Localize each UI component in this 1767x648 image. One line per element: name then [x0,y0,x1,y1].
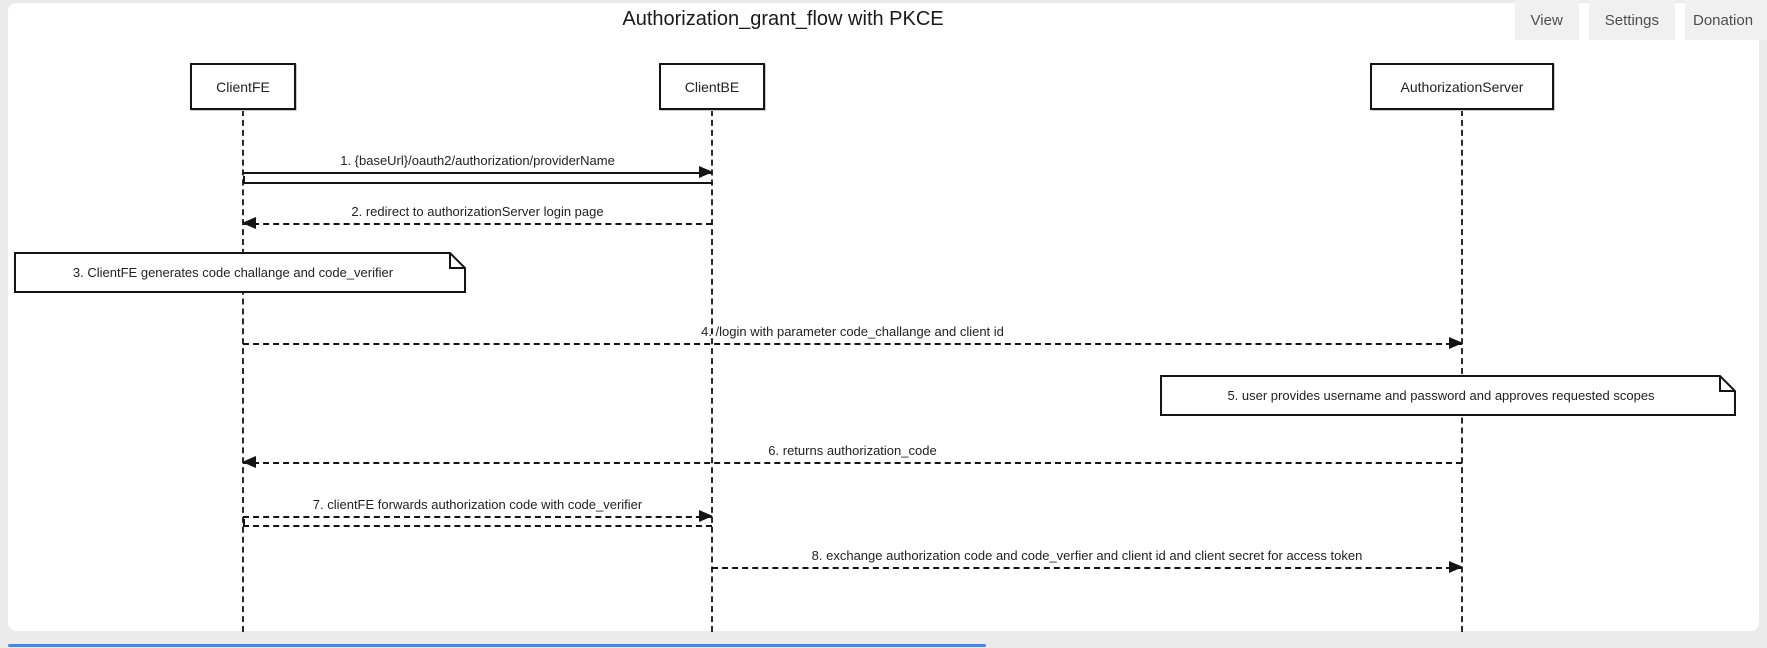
message-line [712,567,1462,569]
message-7-bracket-line [243,519,712,527]
horizontal-scrollbar-thumb[interactable] [8,644,986,647]
top-menu: View Settings Donation [1514,0,1767,40]
message-line [243,172,712,174]
message-line [243,462,1462,464]
actor-label: ClientBE [684,78,740,95]
lifeline-clientbe [711,110,713,632]
note-outline-icon [1160,375,1736,416]
menu-view-button[interactable]: View [1514,0,1579,40]
note-outline-icon [14,252,466,293]
message-line [243,516,712,518]
menu-settings-button[interactable]: Settings [1588,0,1675,40]
arrowhead-right-icon [699,510,713,522]
lifeline-clientfe [242,110,244,632]
note-5[interactable]: 5. user provides username and password a… [1160,375,1736,416]
message-label: 7. clientFE forwards authorization code … [312,497,643,512]
actor-label: AuthorizationServer [1400,78,1524,95]
note-3[interactable]: 3. ClientFE generates code challange and… [14,252,466,293]
message-line [243,223,712,225]
message-1-bracket-line [243,176,712,184]
lifeline-authorizationserver [1461,110,1463,632]
actor-authorizationserver[interactable]: AuthorizationServer [1370,63,1554,110]
message-label: 6. returns authorization_code [768,443,937,458]
arrowhead-left-icon [242,456,256,468]
message-label: 4. /login with parameter code_challange … [701,324,1004,339]
message-line [243,343,1462,345]
message-label: 8. exchange authorization code and code_… [811,548,1363,563]
actor-clientfe[interactable]: ClientFE [190,63,296,110]
arrowhead-right-icon [699,166,713,178]
arrowhead-left-icon [242,217,256,229]
actor-label: ClientFE [216,78,270,95]
arrowhead-right-icon [1449,337,1463,349]
menu-donation-button[interactable]: Donation [1685,0,1767,40]
actor-clientbe[interactable]: ClientBE [659,63,765,110]
diagram-title: Authorization_grant_flow with PKCE [622,8,944,30]
message-label: 2. redirect to authorizationServer login… [351,204,604,219]
message-label: 1. {baseUrl}/oauth2/authorization/provid… [340,153,615,168]
note-label: 5. user provides username and password a… [1227,388,1655,403]
arrowhead-right-icon [1449,561,1463,573]
note-label: 3. ClientFE generates code challange and… [72,265,394,280]
